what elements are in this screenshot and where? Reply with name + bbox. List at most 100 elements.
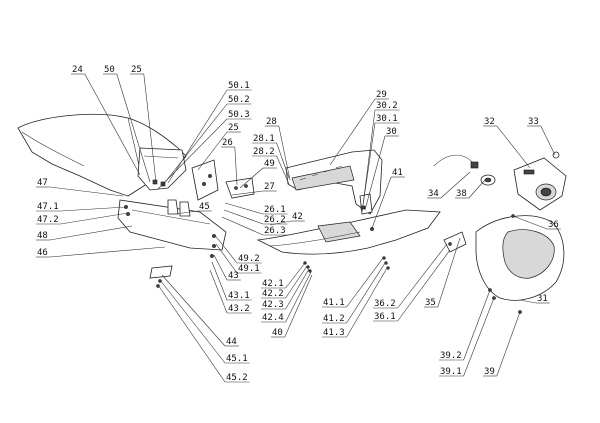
- callout-label: 24: [72, 65, 83, 75]
- callout-c28: 28: [265, 117, 291, 181]
- callout-c28_2: 28.2: [252, 147, 290, 185]
- callout-c47: 47: [36, 178, 124, 197]
- callout-leader: [397, 249, 451, 322]
- callout-leader: [49, 186, 124, 197]
- callout-label: 27: [264, 182, 275, 192]
- callout-c36_1: 36.1: [373, 249, 451, 322]
- callout-label: 26.3: [264, 226, 286, 236]
- callout-leader: [371, 176, 392, 229]
- part-34-cable: [433, 154, 479, 169]
- callout-leader: [174, 210, 199, 215]
- callout-leader: [276, 142, 290, 179]
- callout-leader: [116, 73, 151, 183]
- callout-leader: [468, 179, 486, 199]
- callout-label: 28.2: [253, 147, 275, 157]
- callout-label: 39: [484, 367, 495, 377]
- callout-leader: [49, 225, 133, 241]
- callout-label: 47.2: [37, 215, 59, 225]
- part-35-bracket: [443, 231, 467, 253]
- callout-label: 28: [266, 117, 277, 127]
- callout-leader: [512, 215, 548, 230]
- callout-c36_2: 36.2: [373, 243, 448, 309]
- callout-c39: 39: [483, 311, 521, 377]
- callout-c44: 44: [161, 274, 239, 347]
- callout-c32: 32: [483, 117, 531, 169]
- callout-label: 30.1: [376, 114, 398, 124]
- callout-c41_2: 41.2: [322, 262, 386, 324]
- callout-c43_1: 43.1: [211, 261, 252, 301]
- callout-leader: [167, 89, 228, 184]
- callout-leader: [285, 271, 312, 323]
- callout-label: 30: [386, 127, 397, 137]
- callout-c30_1: 30.1: [361, 114, 400, 213]
- callout-label: 44: [226, 337, 237, 347]
- callout-leader: [269, 220, 292, 226]
- part-44-small-plate: [149, 265, 173, 288]
- callout-leader: [440, 171, 471, 199]
- part-38-clip: [480, 174, 496, 186]
- callout-label: 41: [392, 168, 403, 178]
- part-29-upper-rail: [285, 149, 383, 215]
- callout-label: 35: [425, 298, 436, 308]
- callout-label: 45.1: [226, 354, 248, 364]
- callout-label: 42: [292, 212, 303, 222]
- callout-c38: 38: [455, 179, 486, 199]
- callout-leader: [364, 135, 386, 211]
- callout-c42_2: 42.2: [261, 265, 308, 299]
- callout-label: 26.1: [264, 205, 286, 215]
- callout-leader: [329, 98, 376, 166]
- callout-label: 43: [228, 271, 239, 281]
- callout-leader: [213, 233, 238, 264]
- callout-label: 42.1: [262, 279, 284, 289]
- callout-leader: [197, 131, 228, 171]
- callout-c41: 41: [371, 168, 405, 229]
- callout-leader: [234, 146, 238, 186]
- callout-c24: 24: [71, 65, 141, 176]
- callout-label: 32: [484, 117, 495, 127]
- callout-leader: [496, 125, 531, 169]
- callout-c46: 46: [36, 246, 166, 258]
- callout-c49_1: 49.1: [215, 243, 262, 274]
- callout-leader: [49, 246, 166, 258]
- callout-label: 33: [528, 117, 539, 127]
- callout-leader: [159, 279, 226, 364]
- callout-label: 40: [272, 328, 283, 338]
- callout-leader: [346, 267, 388, 338]
- callout-label: 25: [228, 123, 239, 133]
- callout-label: 36: [548, 220, 559, 230]
- callout-label: 30.2: [376, 101, 398, 111]
- callout-label: 45: [199, 202, 210, 212]
- callout-label: 39.1: [440, 367, 462, 377]
- callout-leader: [157, 118, 228, 190]
- callout-leader: [143, 73, 157, 183]
- callout-c30_2: 30.2: [362, 101, 400, 206]
- callout-leader: [211, 261, 228, 301]
- callout-c43: 43: [213, 254, 241, 281]
- callout-c42_3: 42.3: [261, 268, 310, 310]
- callout-c45_2: 45.2: [157, 284, 250, 383]
- callout-c45_1: 45.1: [159, 279, 250, 364]
- callout-leader: [346, 262, 386, 324]
- callout-c26_1: 26.1: [224, 202, 288, 215]
- callout-c35: 35: [424, 237, 461, 308]
- callout-label: 49: [264, 159, 275, 169]
- callout-label: 38: [456, 189, 467, 199]
- callout-leader: [239, 167, 264, 189]
- callout-label: 43.1: [228, 291, 250, 301]
- callout-c50_1: 50.1: [167, 81, 252, 184]
- callout-c43_2: 43.2: [209, 269, 252, 314]
- callout-leader: [213, 254, 228, 281]
- callout-leader: [437, 237, 461, 308]
- callout-leader: [221, 216, 264, 236]
- callout-c25b: 25: [197, 123, 241, 171]
- callout-label: 43.2: [228, 304, 250, 314]
- callout-leader: [224, 202, 264, 215]
- callout-c40: 40: [271, 274, 313, 338]
- callout-leader: [161, 103, 228, 187]
- callout-leader: [209, 269, 228, 314]
- callout-leader: [223, 209, 264, 225]
- part-30-end-bracket: [359, 193, 373, 215]
- callout-label: 50.1: [228, 81, 250, 91]
- callout-leader: [285, 262, 306, 289]
- callout-label: 41.2: [323, 314, 345, 324]
